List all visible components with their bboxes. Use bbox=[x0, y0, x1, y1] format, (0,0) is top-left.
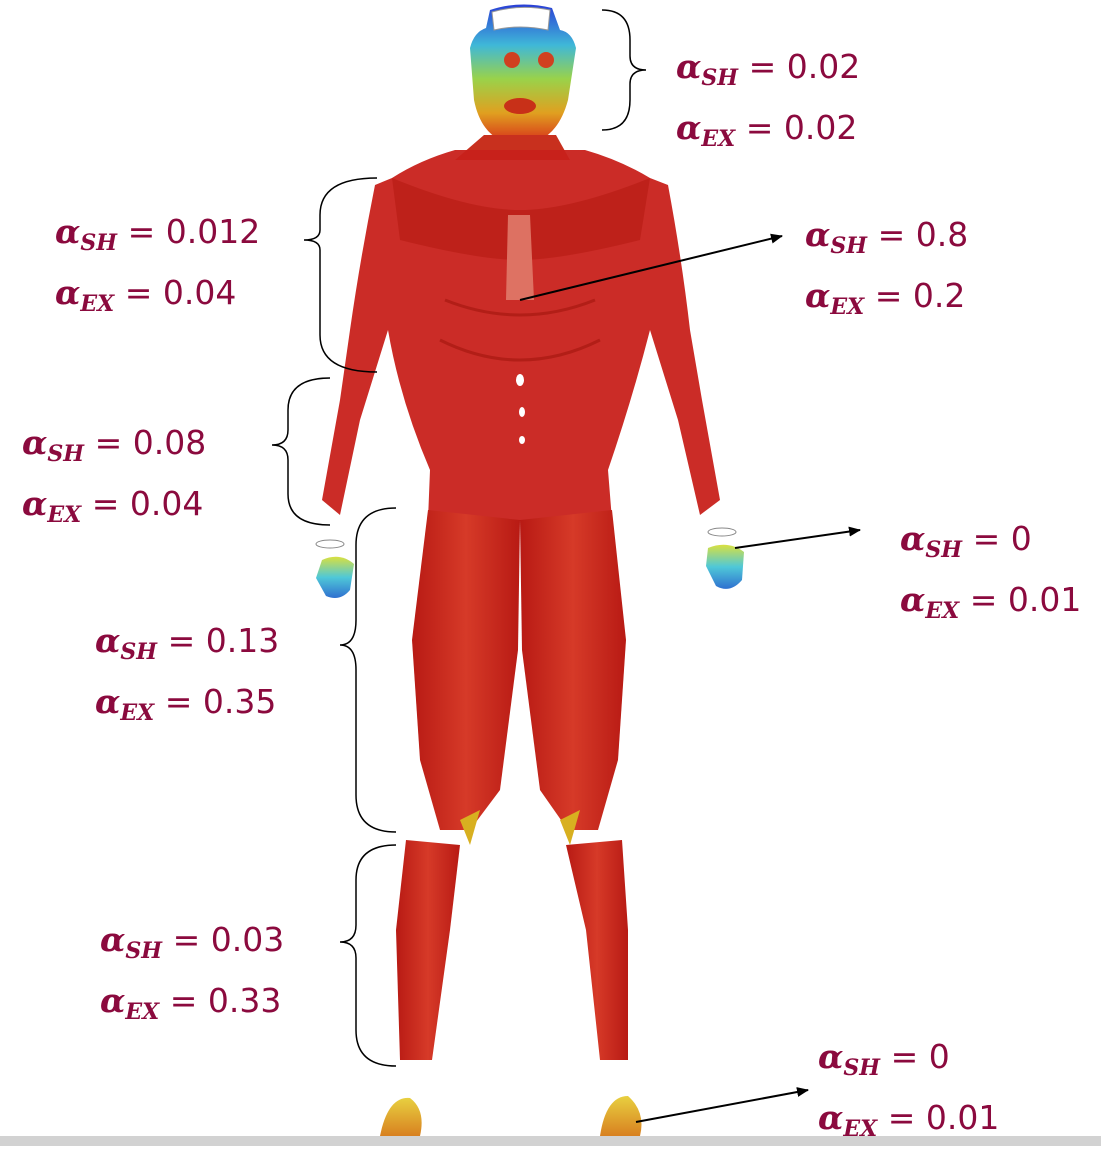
alpha-sh-row: αSH = 0.012 bbox=[55, 207, 260, 268]
alpha-ex-value: 0.02 bbox=[784, 108, 857, 147]
thighs-model bbox=[412, 510, 626, 845]
alpha-sh-value: 0.13 bbox=[206, 621, 279, 660]
arrow-feet bbox=[636, 1090, 808, 1122]
alpha-sh-value: 0 bbox=[1011, 519, 1032, 558]
alpha-ex-value: 0.2 bbox=[913, 276, 965, 315]
alpha-sh-row: αSH = 0.03 bbox=[100, 915, 284, 976]
alpha-ex-row: αEX = 0.02 bbox=[676, 103, 860, 164]
label-upper-torso: αSH = 0.012 αEX = 0.04 bbox=[55, 207, 260, 329]
arrow-hands bbox=[735, 530, 860, 548]
label-thighs: αSH = 0.13 αEX = 0.35 bbox=[95, 616, 279, 738]
alpha-ex-row: αEX = 0.01 bbox=[900, 575, 1081, 636]
alpha-sh-row: αSH = 0.02 bbox=[676, 42, 860, 103]
alpha-sh-value: 0.012 bbox=[166, 212, 260, 251]
head-model bbox=[470, 4, 576, 140]
alpha-ex-value: 0.35 bbox=[203, 682, 276, 721]
label-spine: αSH = 0.8 αEX = 0.2 bbox=[805, 210, 968, 332]
alpha-sh-row: αSH = 0.13 bbox=[95, 616, 279, 677]
label-shanks: αSH = 0.03 αEX = 0.33 bbox=[100, 915, 284, 1037]
alpha-sh-row: αSH = 0.08 bbox=[22, 418, 206, 479]
brace-forearms bbox=[272, 378, 330, 525]
alpha-ex-value: 0.01 bbox=[1008, 580, 1081, 619]
alpha-sh-value: 0.08 bbox=[133, 423, 206, 462]
alpha-ex-row: αEX = 0.04 bbox=[22, 479, 206, 540]
alpha-sh-row: αSH = 0 bbox=[900, 514, 1081, 575]
brace-head bbox=[602, 10, 646, 130]
alpha-sh-value: 0.8 bbox=[916, 215, 968, 254]
alpha-ex-row: αEX = 0.04 bbox=[55, 268, 260, 329]
torso-model bbox=[322, 135, 720, 520]
alpha-ex-value: 0.04 bbox=[130, 484, 203, 523]
alpha-ex-row: αEX = 0.35 bbox=[95, 677, 279, 738]
label-head: αSH = 0.02 αEX = 0.02 bbox=[676, 42, 860, 164]
alpha-sh-value: 0.03 bbox=[211, 920, 284, 959]
alpha-ex-value: 0.01 bbox=[926, 1098, 999, 1137]
alpha-sh-value: 0.02 bbox=[787, 47, 860, 86]
brace-thighs bbox=[340, 508, 396, 832]
alpha-ex-value: 0.04 bbox=[163, 273, 236, 312]
alpha-sh-value: 0 bbox=[929, 1037, 950, 1076]
alpha-ex-value: 0.33 bbox=[208, 981, 281, 1020]
bottom-divider bbox=[0, 1136, 1101, 1146]
label-hands: αSH = 0 αEX = 0.01 bbox=[900, 514, 1081, 636]
shanks-model bbox=[396, 840, 628, 1060]
label-forearms: αSH = 0.08 αEX = 0.04 bbox=[22, 418, 206, 540]
alpha-sh-row: αSH = 0 bbox=[818, 1032, 999, 1093]
brace-shanks bbox=[340, 845, 396, 1066]
feet-model bbox=[380, 1096, 642, 1136]
alpha-ex-row: αEX = 0.2 bbox=[805, 271, 968, 332]
alpha-ex-row: αEX = 0.33 bbox=[100, 976, 284, 1037]
alpha-sh-row: αSH = 0.8 bbox=[805, 210, 968, 271]
